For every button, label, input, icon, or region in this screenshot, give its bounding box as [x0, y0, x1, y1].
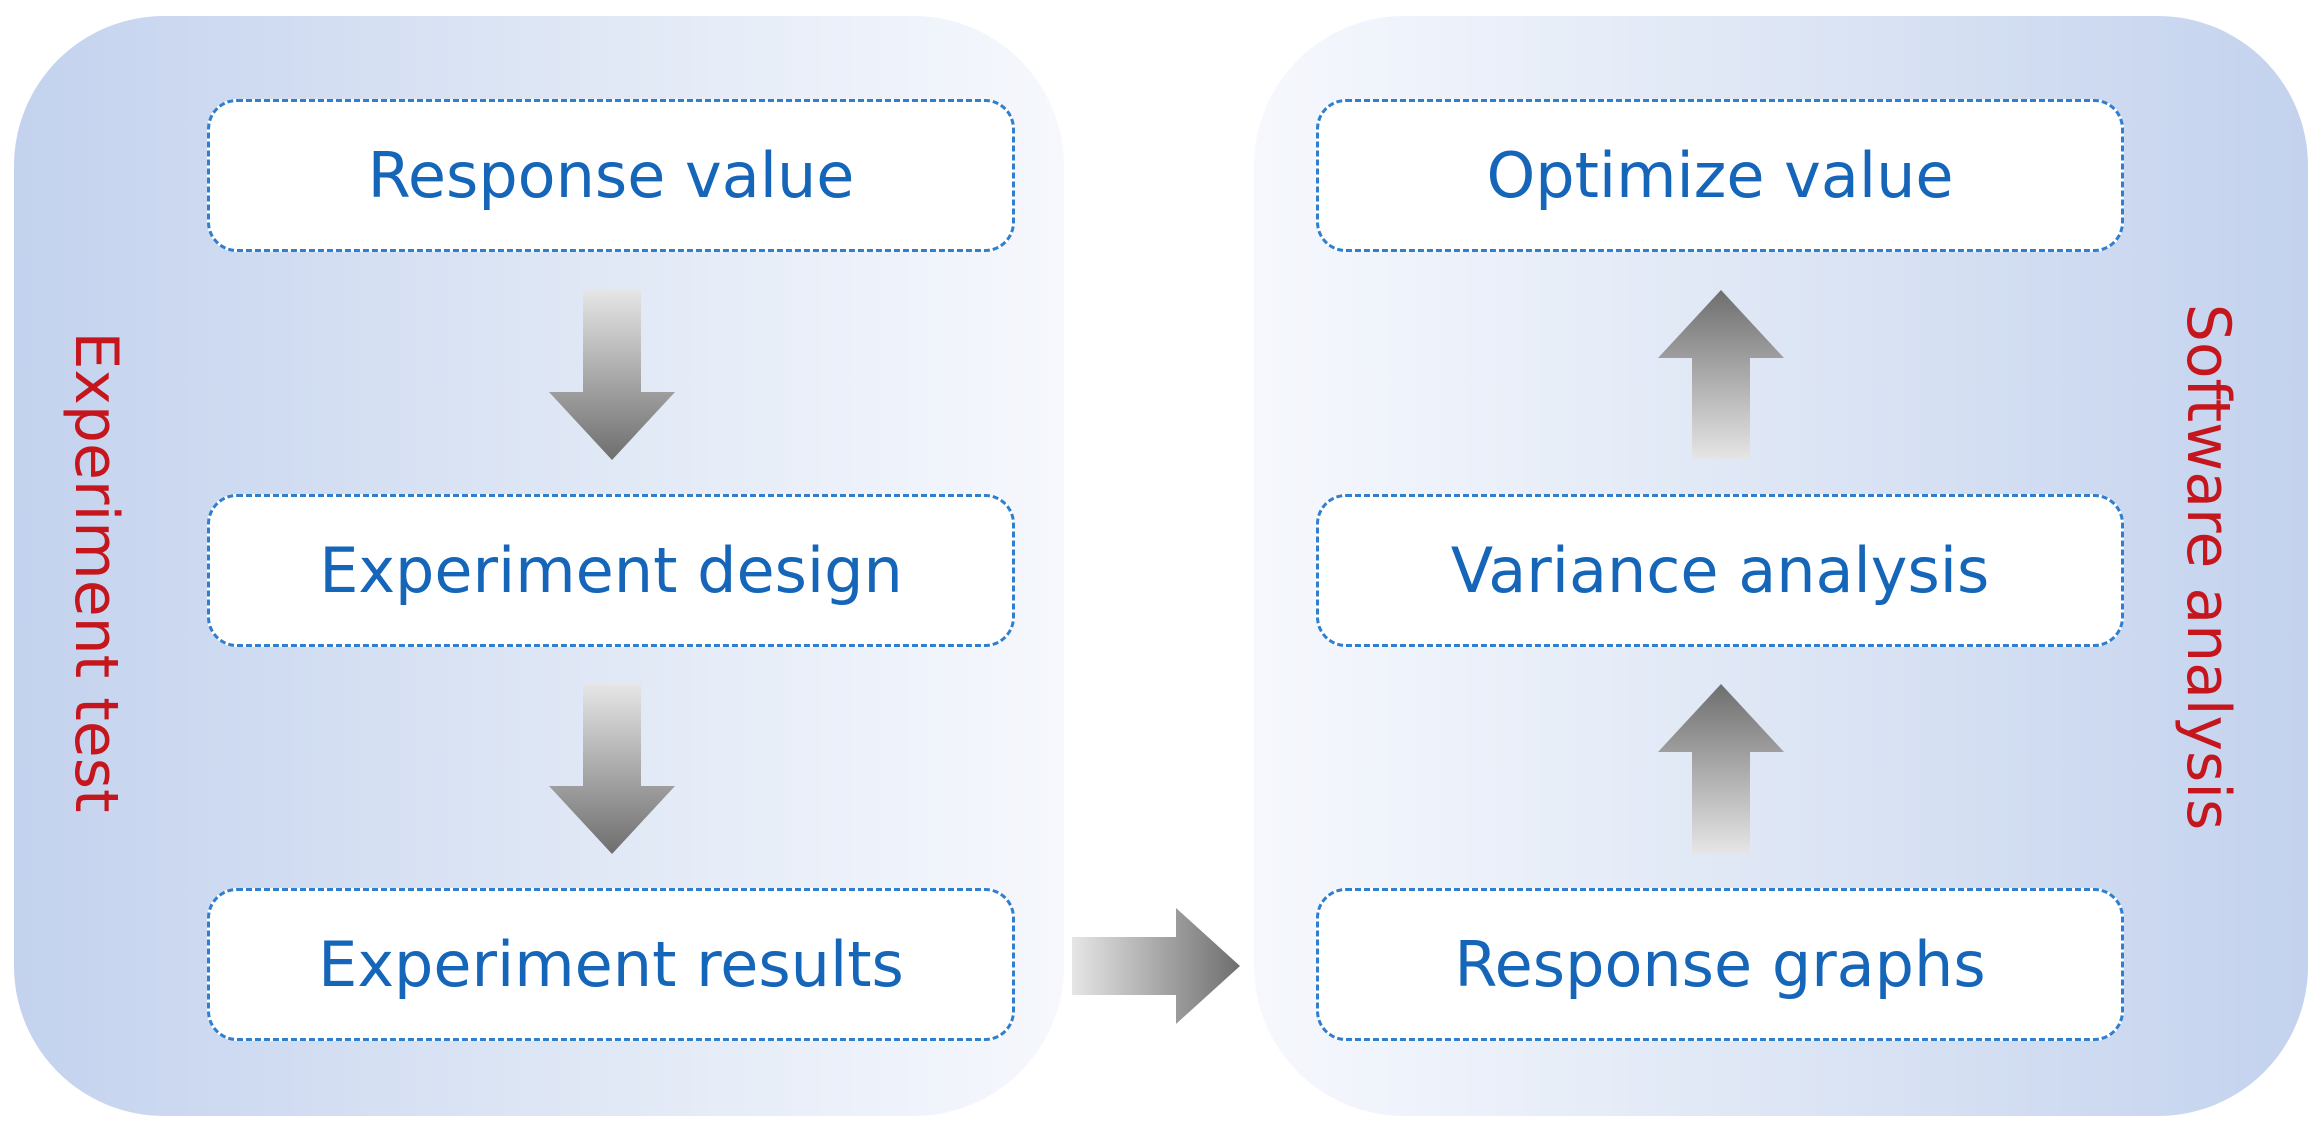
up-arrow-icon [1658, 684, 1784, 854]
down-arrow-icon [549, 290, 675, 460]
down-arrow-icon [549, 684, 675, 854]
response-graphs-text: Response graphs [1454, 928, 1986, 1001]
response-value-text: Response value [367, 139, 855, 212]
up-arrow-icon [1658, 290, 1784, 460]
experiment-results-node: Experiment results [207, 888, 1015, 1041]
experiment-results-text: Experiment results [318, 928, 904, 1001]
experiment-design-node: Experiment design [207, 494, 1015, 647]
variance-analysis-node: Variance analysis [1316, 494, 2124, 647]
experiment-test-label: Experiment test [61, 331, 131, 813]
variance-analysis-text: Variance analysis [1450, 534, 1990, 607]
experiment-design-text: Experiment design [319, 534, 903, 607]
response-graphs-node: Response graphs [1316, 888, 2124, 1041]
optimize-value-text: Optimize value [1486, 139, 1954, 212]
response-value-node: Response value [207, 99, 1015, 252]
software-analysis-label: Software analysis [2173, 303, 2243, 831]
right-arrow-icon [1072, 908, 1240, 1024]
optimize-value-node: Optimize value [1316, 99, 2124, 252]
